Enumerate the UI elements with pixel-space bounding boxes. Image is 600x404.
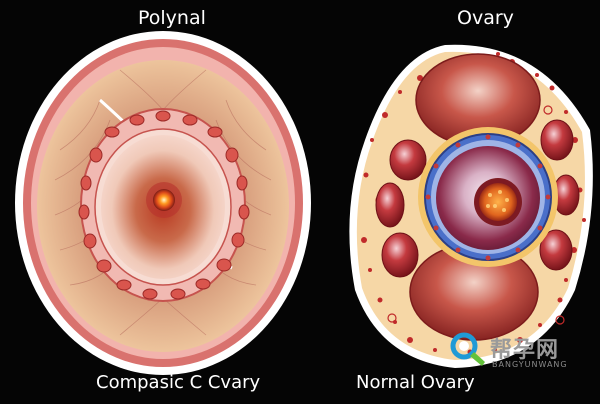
top-left-label: Polynal xyxy=(138,7,206,29)
right-ovary xyxy=(349,44,593,368)
left-ovary xyxy=(15,31,311,375)
oocyte xyxy=(479,183,517,221)
top-right-label: Ovary xyxy=(457,7,514,29)
bottom-right-caption: Nornal Ovary xyxy=(356,372,475,393)
watermark-title: 帮孕网 xyxy=(490,338,560,363)
watermark-subtitle: BANGYUNWANG xyxy=(492,360,568,369)
magnifier-logo-icon xyxy=(450,332,485,366)
oocyte-core xyxy=(153,189,175,211)
bottom-left-caption: Compasic C Cvary xyxy=(96,372,261,393)
watermark: 帮孕网 BANGYUNWANG xyxy=(448,330,588,374)
